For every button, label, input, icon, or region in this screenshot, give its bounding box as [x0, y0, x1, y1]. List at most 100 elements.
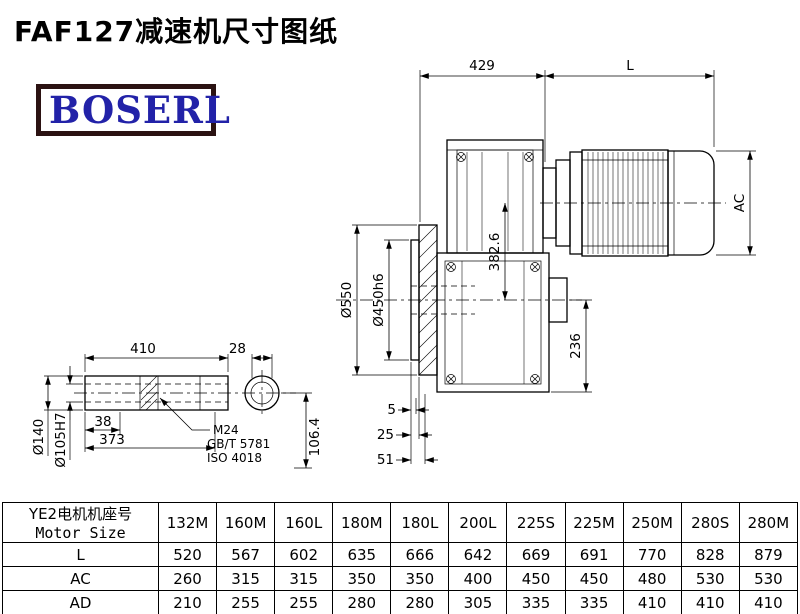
value-cell: 635 [332, 542, 392, 567]
value-cell: 315 [274, 566, 334, 591]
value-cell: 350 [390, 566, 450, 591]
motor-size-column-header: 200L [448, 502, 508, 543]
value-cell: 520 [157, 542, 218, 567]
boserl-logo: BOSERL [36, 84, 230, 136]
value-cell: 260 [157, 566, 218, 591]
row-label: L [2, 542, 159, 567]
note-m24: M24 [213, 423, 239, 437]
dimension-373: 373 [85, 412, 216, 452]
table-header-en: Motor Size [35, 524, 126, 542]
value-cell: 255 [274, 590, 334, 614]
dimension-382-6: 382.6 [487, 203, 508, 300]
value-cell: 255 [216, 590, 276, 614]
dim-label-d550: Ø550 [339, 282, 355, 318]
value-cell: 410 [622, 590, 682, 614]
value-cell: 879 [738, 542, 799, 567]
value-cell: 280 [390, 590, 450, 614]
value-cell: 828 [680, 542, 740, 567]
value-cell: 770 [622, 542, 682, 567]
dim-label-d450h6: Ø450h6 [371, 273, 387, 327]
value-cell: 410 [738, 590, 799, 614]
dimension-AC: AC [716, 150, 756, 256]
centerlines [336, 202, 726, 301]
dimension-5-25-51: 5 25 51 [377, 362, 438, 468]
dimension-429-L: 429 L [419, 58, 715, 222]
page-title: FAF127减速机尺寸图纸 [14, 15, 339, 48]
value-cell: 400 [448, 566, 508, 591]
motor-size-column-header: 250M [622, 502, 682, 543]
dim-label-382-6: 382.6 [487, 233, 503, 272]
dim-label-38: 38 [94, 414, 111, 430]
shaft-detail-view [74, 370, 296, 416]
value-cell: 530 [738, 566, 799, 591]
dim-label-51: 51 [377, 452, 394, 468]
value-cell: 602 [274, 542, 334, 567]
value-cell: 305 [448, 590, 508, 614]
value-cell: 335 [506, 590, 566, 614]
dim-label-373: 373 [99, 432, 125, 448]
value-cell: 480 [622, 566, 682, 591]
motor-size-column-header: 280M [738, 502, 799, 543]
dim-label-429: 429 [469, 58, 495, 74]
table-header-cn: YE2电机机座号 [28, 505, 133, 523]
dimension-236: 236 [551, 299, 592, 393]
bolt-icon [446, 152, 540, 384]
motor-size-column-header: 132M [157, 502, 218, 543]
flange-hatching [418, 224, 438, 376]
value-cell: 315 [216, 566, 276, 591]
dim-label-5: 5 [387, 402, 396, 418]
dim-label-d140: Ø140 [31, 419, 47, 455]
row-label: AD [2, 590, 159, 614]
technical-drawing: 429 L AC 382.6 Ø550 Ø450h6 236 5 [31, 58, 756, 469]
value-cell: 335 [564, 590, 624, 614]
value-cell: 280 [332, 590, 392, 614]
value-cell: 666 [390, 542, 450, 567]
value-cell: 410 [680, 590, 740, 614]
dim-label-106-4: 106.4 [307, 418, 323, 457]
logo-text: BOSERL [49, 87, 231, 132]
value-cell: 450 [564, 566, 624, 591]
dimension-38: 38 [84, 412, 121, 452]
value-cell: 530 [680, 566, 740, 591]
value-cell: 210 [157, 590, 218, 614]
dim-label-236: 236 [568, 333, 584, 359]
motor-size-column-header: 225M [564, 502, 624, 543]
value-cell: 567 [216, 542, 276, 567]
dim-label-d105h7: Ø105H7 [53, 412, 69, 467]
dim-label-L: L [626, 58, 634, 74]
row-label: AC [2, 566, 159, 591]
thread-callout: M24 GB/T 5781 ISO 4018 [159, 397, 270, 465]
dimension-d140: Ø140 [31, 375, 83, 456]
dimension-106-4: 106.4 [281, 392, 323, 469]
motor-size-column-header: 160M [216, 502, 276, 543]
value-cell: 669 [506, 542, 566, 567]
motor-size-column-header: 280S [680, 502, 740, 543]
value-cell: 350 [332, 566, 392, 591]
dimension-410: 410 [84, 341, 229, 372]
table-header-motor-size: YE2电机机座号 Motor Size [2, 502, 159, 543]
value-cell: 691 [564, 542, 624, 567]
dimension-28: 28 [229, 341, 273, 378]
dim-label-410: 410 [130, 341, 156, 357]
value-cell: 642 [448, 542, 508, 567]
motor-size-column-header: 225S [506, 502, 566, 543]
dimension-d550: Ø550 [339, 224, 417, 376]
fan-cowl [667, 150, 715, 256]
dimension-d450h6: Ø450h6 [371, 239, 409, 361]
value-cell: 450 [506, 566, 566, 591]
note-iso-4018: ISO 4018 [207, 451, 262, 465]
dim-label-28: 28 [229, 341, 246, 357]
dimension-d105h7: Ø105H7 [53, 366, 83, 468]
dim-label-25: 25 [377, 427, 394, 443]
motor-size-column-header: 180L [390, 502, 450, 543]
motor-size-column-header: 160L [274, 502, 334, 543]
motor-size-column-header: 180M [332, 502, 392, 543]
dim-label-AC: AC [732, 194, 748, 212]
note-gbt-5781: GB/T 5781 [207, 437, 270, 451]
